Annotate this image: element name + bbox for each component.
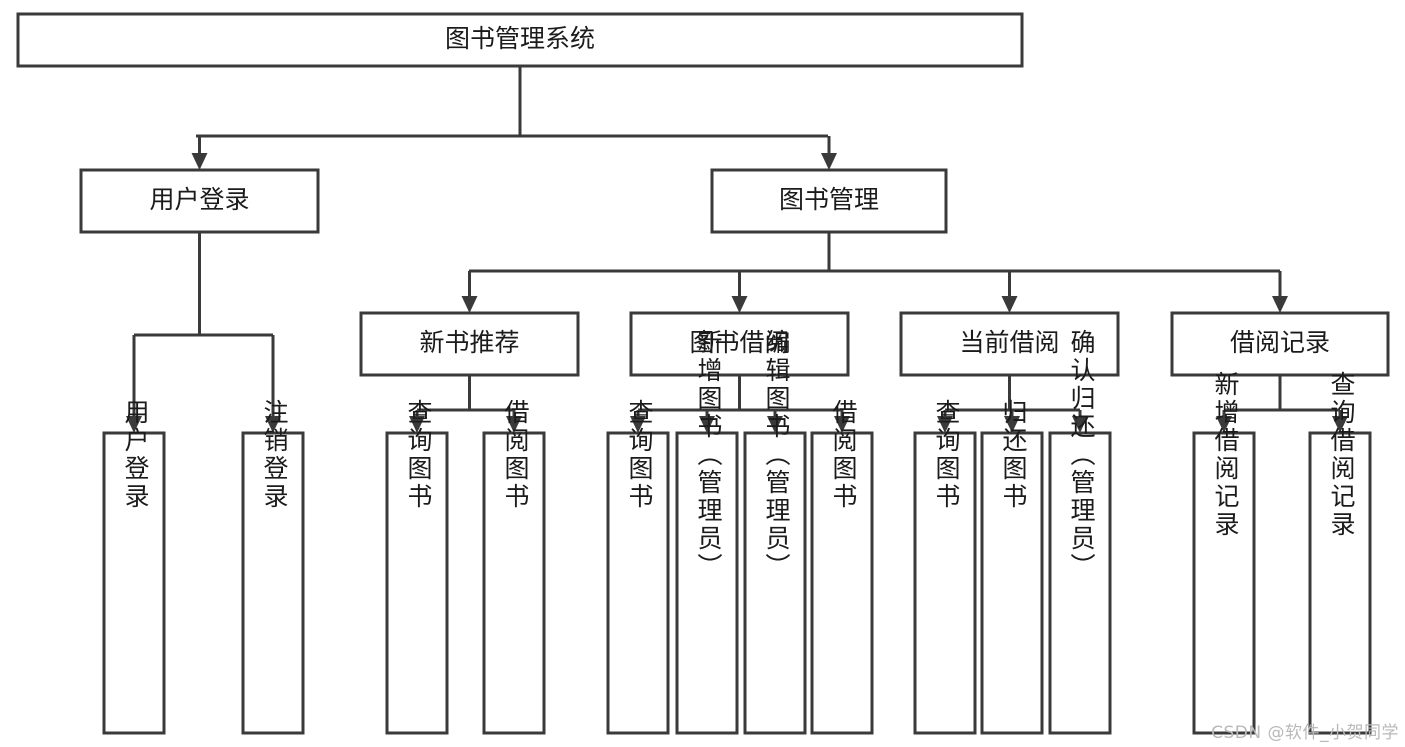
edge-to-leaf-user-login-arrow-icon [126, 416, 142, 433]
node-leaf-confirm-return[interactable]: 确认归还（管理员） [1048, 329, 1112, 735]
node-label-leaf-logout: 注销登录 [260, 399, 289, 511]
node-box-user-login [79, 168, 320, 234]
node-undefined[interactable]: 图书管理系统 [16, 12, 1024, 68]
node-user-login[interactable]: 用户登录 [79, 168, 320, 234]
edge-to-book-management-arrow-icon [821, 153, 837, 170]
node-label-leaf-borrow-book-1: 借阅图书 [501, 399, 530, 511]
node-leaf-add-record[interactable]: 新增借阅记录 [1192, 371, 1256, 735]
node-label-leaf-query-book-1: 查询图书 [404, 399, 433, 511]
node-box-borrow-record [1170, 311, 1390, 377]
edge-to-borrow-record-arrow-icon [1272, 296, 1288, 313]
node-box-leaf-logout [241, 431, 305, 735]
node-box-leaf-borrow-book-1 [482, 431, 546, 735]
node-box-leaf-confirm-return [1048, 431, 1112, 735]
node-label-book-borrow: 图书借阅 [689, 328, 789, 357]
edge-to-book-borrow-arrow-icon [731, 296, 748, 313]
node-leaf-return-book[interactable]: 归还图书 [980, 399, 1044, 735]
edge-to-current-borrow-arrow-icon [1001, 296, 1018, 313]
node-label-leaf-borrow-book-2: 借阅图书 [829, 399, 858, 511]
node-leaf-logout[interactable]: 注销登录 [241, 399, 305, 735]
node-label-leaf-query-record: 查询借阅记录 [1327, 371, 1356, 539]
edge-to-leaf-borrow-book-2-arrow-icon [834, 416, 850, 433]
edge-to-leaf-logout-arrow-icon [265, 416, 281, 433]
node-label-leaf-edit-book: 编辑图书（管理员） [762, 329, 791, 581]
edge-to-new-book-recommend-arrow-icon [461, 296, 478, 313]
node-label-leaf-add-record: 新增借阅记录 [1211, 371, 1240, 539]
node-leaf-borrow-book-2[interactable]: 借阅图书 [810, 399, 874, 735]
node-label-leaf-query-book-2: 查询图书 [625, 399, 654, 511]
node-book-management[interactable]: 图书管理 [710, 168, 948, 234]
node-label-leaf-add-book: 新增图书（管理员） [694, 329, 723, 581]
node-box-leaf-add-record [1192, 431, 1256, 735]
node-box-leaf-query-record [1308, 431, 1372, 735]
node-label-new-book-recommend: 新书推荐 [419, 328, 519, 357]
node-box-leaf-user-login [102, 431, 166, 735]
node-label-book-management: 图书管理 [779, 185, 879, 214]
node-leaf-add-book[interactable]: 新增图书（管理员） [675, 329, 739, 735]
edge-to-leaf-edit-book-arrow-icon [767, 416, 783, 433]
node-label-leaf-query-book-3: 查询图书 [932, 399, 961, 511]
node-borrow-record[interactable]: 借阅记录 [1170, 311, 1390, 377]
node-leaf-query-record[interactable]: 查询借阅记录 [1308, 371, 1372, 735]
node-box-leaf-return-book [980, 431, 1044, 735]
node-leaf-query-book-2[interactable]: 查询图书 [606, 399, 670, 735]
node-box-new-book-recommend [359, 311, 580, 377]
node-label-undefined: 图书管理系统 [445, 24, 595, 53]
node-box-leaf-query-book-2 [606, 431, 670, 735]
node-book-borrow[interactable]: 图书借阅 [629, 311, 850, 377]
node-leaf-user-login[interactable]: 用户登录 [102, 399, 166, 735]
node-box-leaf-query-book-3 [913, 431, 977, 735]
edge-to-leaf-return-book-arrow-icon [1004, 416, 1020, 433]
node-leaf-edit-book[interactable]: 编辑图书（管理员） [743, 329, 807, 735]
node-box-leaf-edit-book [743, 431, 807, 735]
node-box-leaf-add-book [675, 431, 739, 735]
edge-to-leaf-borrow-book-1-arrow-icon [506, 416, 522, 433]
connector-layer [126, 66, 1348, 433]
node-box-leaf-borrow-book-2 [810, 431, 874, 735]
node-box-book-management [710, 168, 948, 234]
edge-to-user-login-arrow-icon [191, 153, 208, 170]
edge-to-leaf-query-book-3-arrow-icon [937, 416, 953, 433]
edge-to-leaf-add-record-arrow-icon [1216, 416, 1232, 433]
node-box-undefined [16, 12, 1024, 68]
node-label-current-borrow: 当前借阅 [959, 328, 1059, 357]
node-leaf-borrow-book-1[interactable]: 借阅图书 [482, 399, 546, 735]
node-leaf-query-book-1[interactable]: 查询图书 [385, 399, 449, 735]
node-leaf-query-book-3[interactable]: 查询图书 [913, 399, 977, 735]
edge-to-leaf-query-record-arrow-icon [1332, 416, 1348, 433]
node-label-leaf-user-login: 用户登录 [121, 399, 150, 511]
node-label-user-login: 用户登录 [149, 185, 249, 214]
node-box-book-borrow [629, 311, 850, 377]
edge-to-leaf-confirm-return-arrow-icon [1072, 416, 1088, 433]
node-label-leaf-confirm-return: 确认归还（管理员） [1067, 329, 1096, 581]
node-label-leaf-return-book: 归还图书 [999, 399, 1028, 511]
node-box-leaf-query-book-1 [385, 431, 449, 735]
edge-to-leaf-query-book-1-arrow-icon [409, 416, 425, 433]
node-current-borrow[interactable]: 当前借阅 [899, 311, 1120, 377]
node-layer: 图书管理系统用户登录图书管理新书推荐图书借阅当前借阅借阅记录用户登录注销登录查询… [16, 12, 1390, 735]
edge-to-leaf-add-book-arrow-icon [699, 416, 715, 433]
node-box-current-borrow [899, 311, 1120, 377]
watermark-text: CSDN @软件_小贺同学 [1211, 723, 1399, 743]
node-new-book-recommend[interactable]: 新书推荐 [359, 311, 580, 377]
edge-to-leaf-query-book-2-arrow-icon [630, 416, 646, 433]
node-label-borrow-record: 借阅记录 [1230, 328, 1330, 357]
